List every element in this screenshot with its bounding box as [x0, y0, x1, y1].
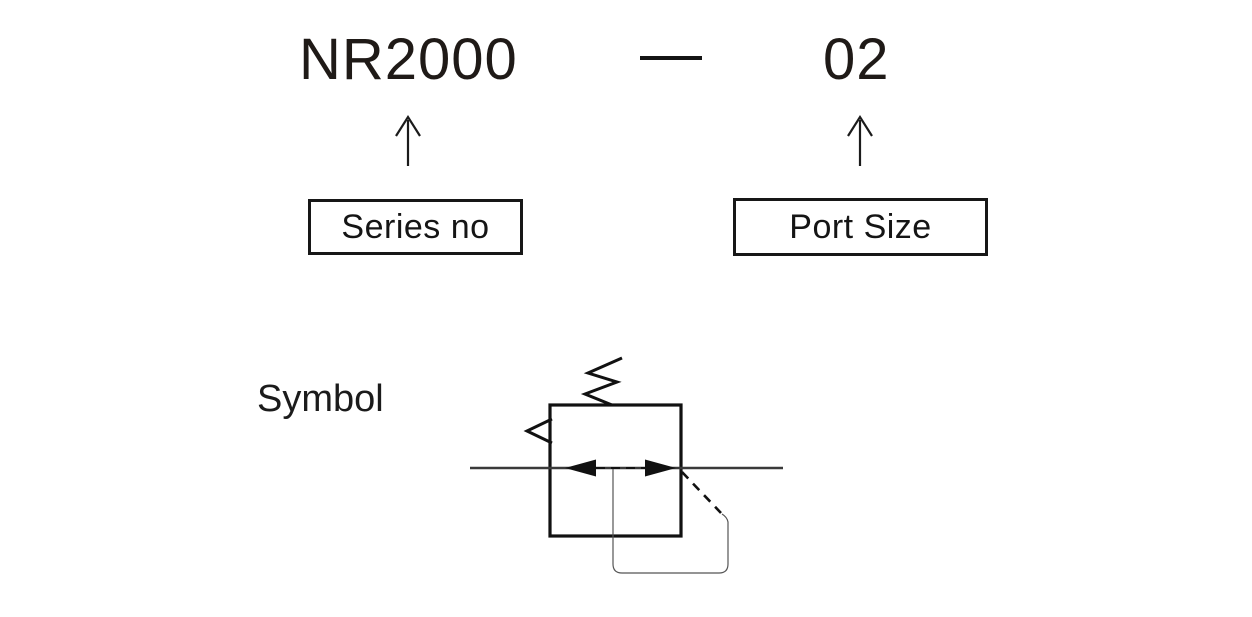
left-arrowhead-icon — [565, 459, 596, 477]
regulator-symbol — [470, 356, 783, 574]
pilot-dashed-line — [681, 471, 722, 514]
right-arrowhead-icon — [645, 459, 676, 477]
series-callout-label: Series no — [341, 207, 490, 246]
symbol-section-title: Symbol — [257, 378, 384, 420]
up-arrow-icon — [847, 114, 873, 166]
code-separator-dash: — — [640, 56, 702, 60]
series-callout-box: Series no — [308, 199, 523, 255]
series-code-value: NR2000 — [299, 27, 518, 92]
spring-zigzag-icon — [580, 356, 623, 407]
relief-vent-icon — [523, 417, 553, 445]
feedback-line — [612, 469, 729, 574]
regulator-body — [548, 403, 683, 538]
up-arrow-icon — [395, 114, 421, 166]
port-callout-box: Port Size — [733, 198, 988, 256]
port-callout-label: Port Size — [789, 207, 932, 246]
port-code-value: 02 — [823, 27, 890, 92]
